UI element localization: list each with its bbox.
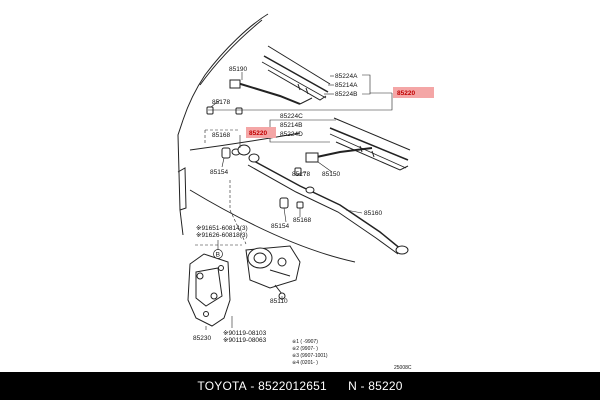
pivot-parts [206,106,304,209]
diagram-code: 25008C [394,365,412,371]
lower-wiper-blade [329,117,411,171]
wiper-linkage [247,153,409,255]
label-85224b: 85224B [335,91,357,98]
highlight-85220-left [246,127,276,138]
label-85190: 85190 [229,66,247,73]
vehicle-body-outline [177,13,356,263]
label-85224d: 85224D [280,131,303,138]
upper-wiper-arm [229,79,313,105]
lower-wiper-arm [305,147,373,163]
label-90119a: ※90119-08103 [223,330,267,337]
leader-lines [195,72,393,330]
label-90119b: ※90119-08063 [223,337,267,344]
label-85178-lower: 85178 [292,171,310,178]
label-85168-lower: 85168 [293,217,311,224]
label-85224c: 85224C [280,113,303,120]
label-91651: ※91651-60814(3) [196,225,248,232]
callout-b-circle [213,249,223,259]
label-85230: 85230 [193,335,211,342]
label-85154-upper: 85154 [210,169,228,176]
upper-wiper-blade [261,45,331,101]
note-2: ※2 (9907- ) [292,346,318,352]
label-85168-upper: 85168 [212,132,230,139]
part-info-footer: TOYOTA - 8522012651 N - 85220 [0,372,600,400]
highlight-85220-right [393,87,434,98]
wiper-motor [245,245,301,300]
part-labels: 85190 85178 85168 85154 85224A 85214A 85… [193,66,415,371]
note-1: ※1 ( -9907) [292,339,318,345]
footer-sep-1: - [246,379,259,393]
label-85214b: 85214B [280,122,302,129]
label-85150: 85150 [322,171,340,178]
label-85178-upper: 85178 [212,99,230,106]
label-b: B [216,252,220,259]
footer-gap [327,379,348,393]
label-85224a: 85224A [335,73,358,80]
footer-brand: TOYOTA [197,379,247,393]
label-85154-lower: 85154 [271,223,289,230]
label-85220-left: 85220 [249,130,267,137]
footer-ref: N - 85220 [348,379,403,393]
note-3: ※3 (9907-1001) [292,353,328,359]
motor-bracket [187,253,231,327]
footer-part-number: 8522012651 [258,379,327,393]
label-91626: ※91626-60818(3) [196,232,248,239]
label-85110: 85110 [270,298,288,305]
label-85160: 85160 [364,210,382,217]
note-4: ※4 (0201- ) [292,360,318,366]
label-85214a: 85214A [335,82,358,89]
label-85220-right: 85220 [397,90,415,97]
